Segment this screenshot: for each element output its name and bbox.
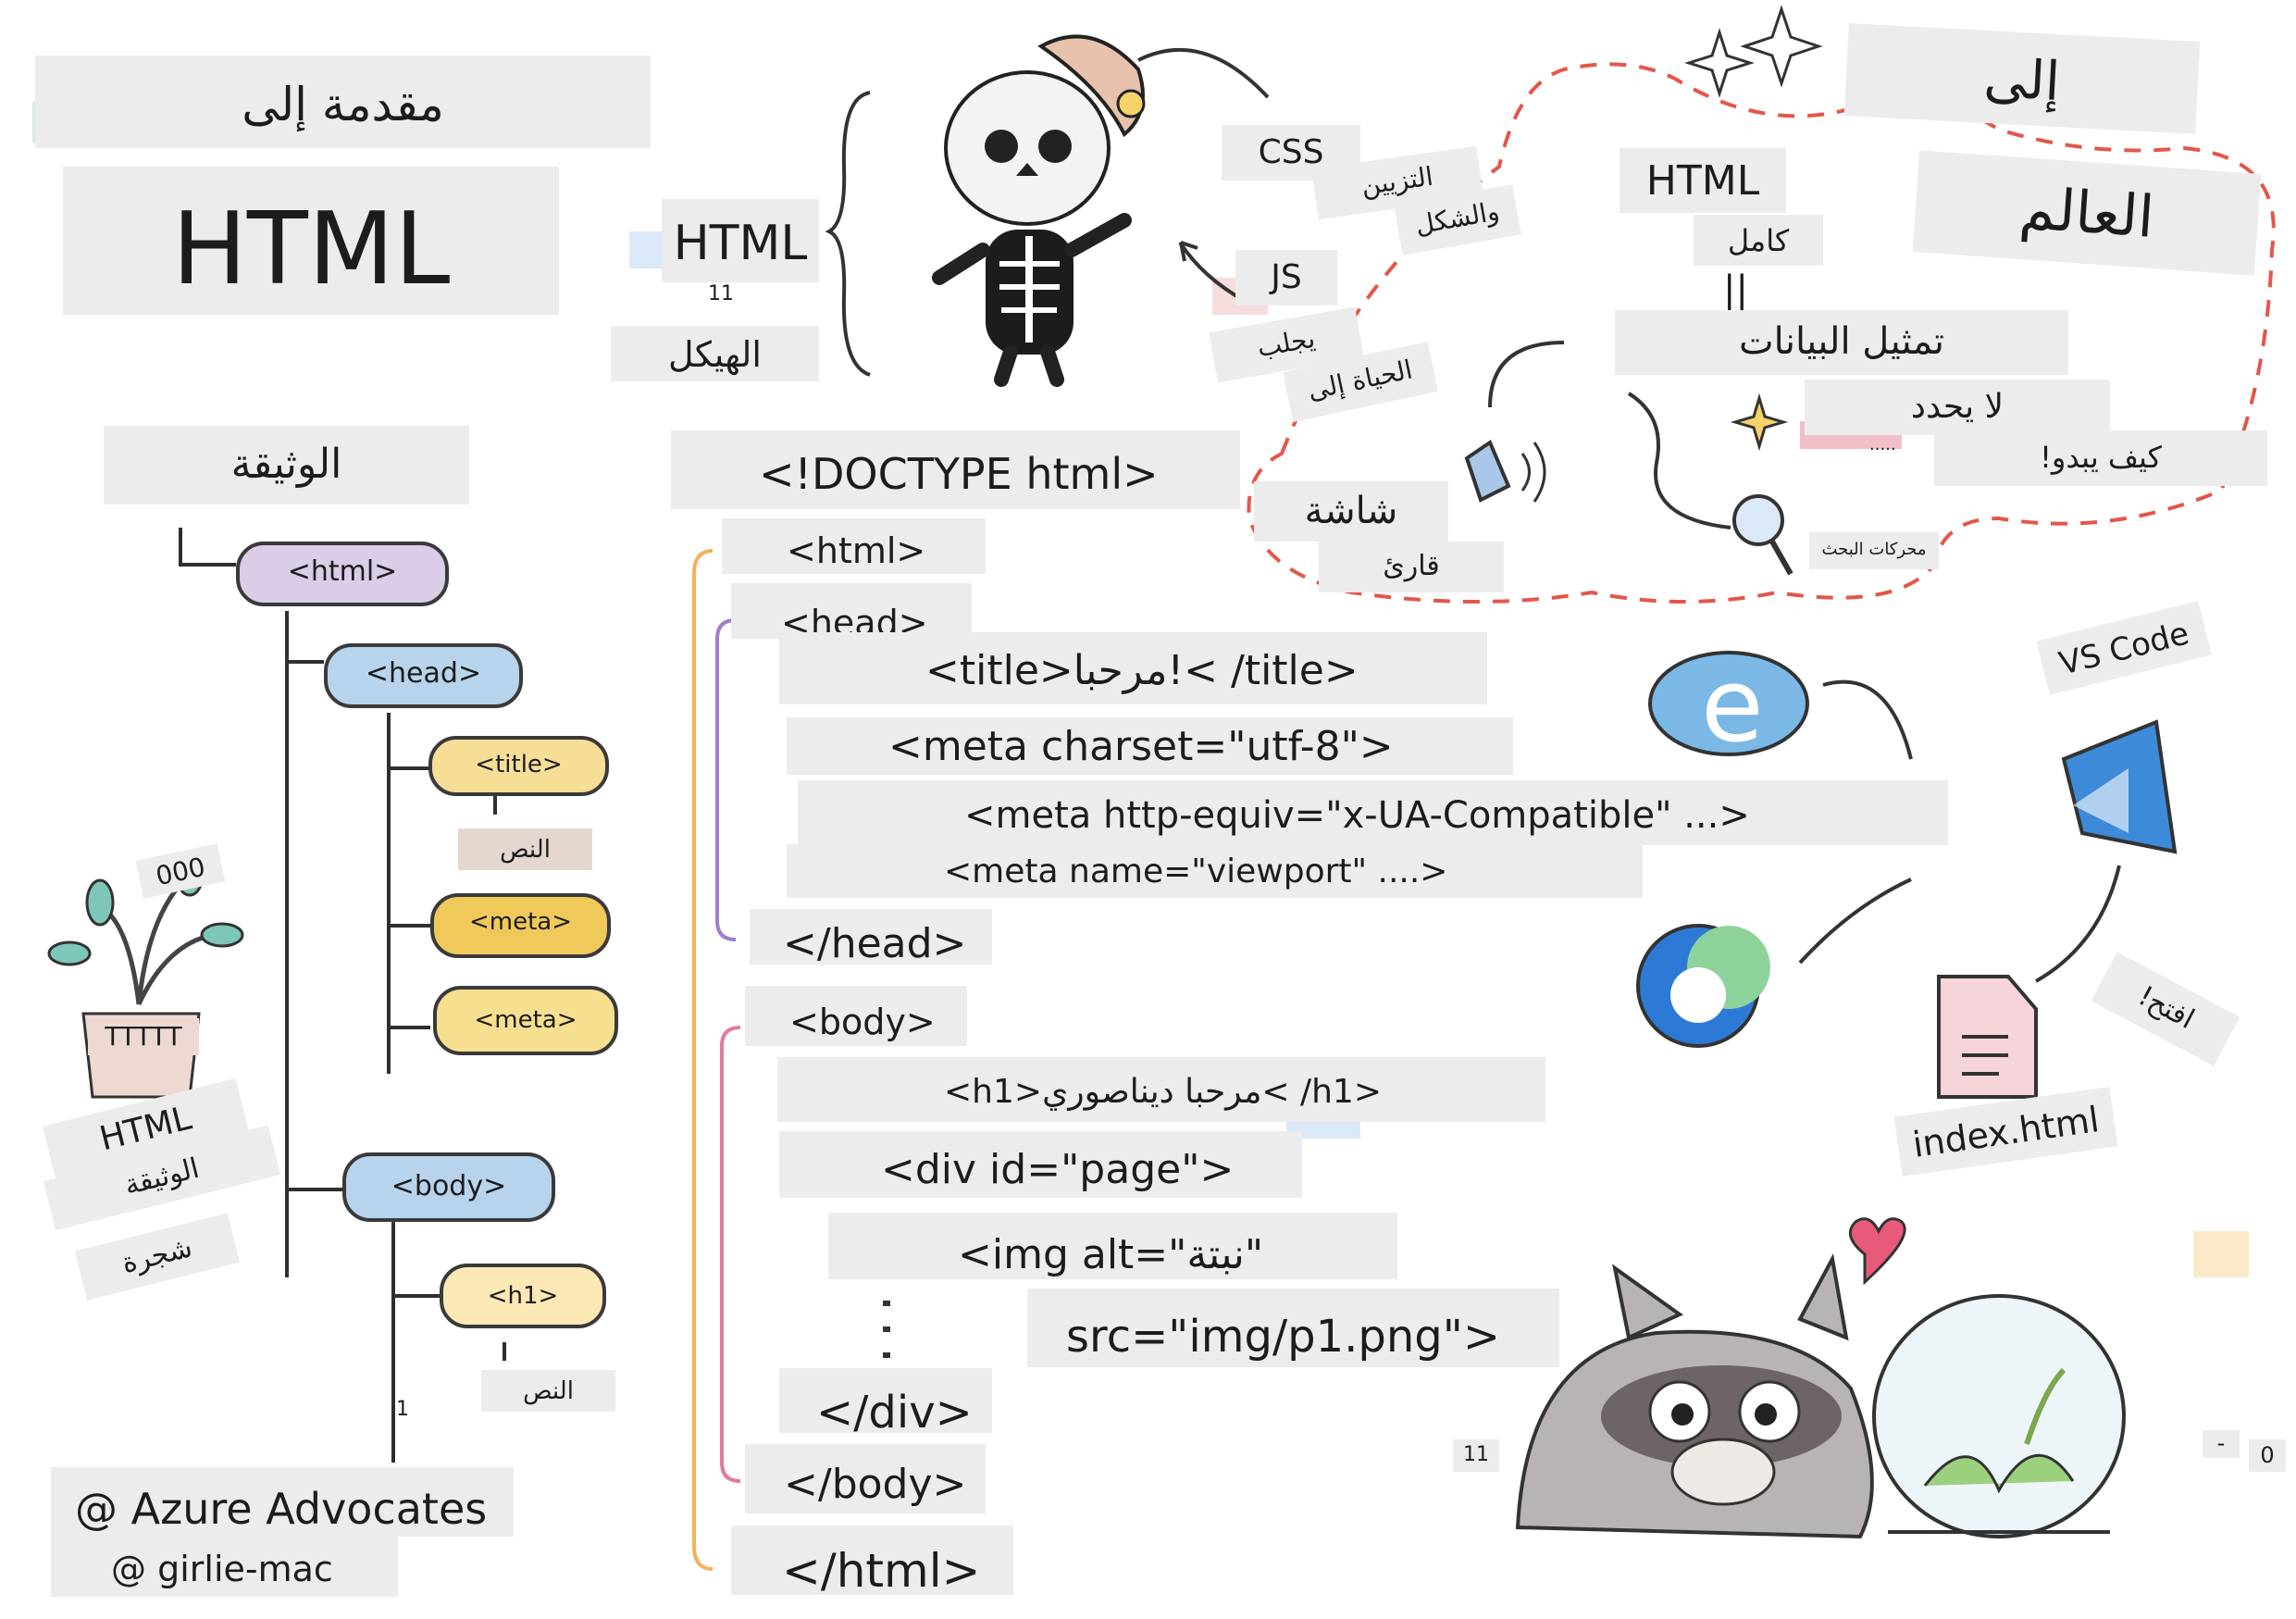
- code-line-head-close: </head>: [750, 909, 992, 965]
- tree-node-body: <body>: [342, 1152, 555, 1222]
- html-brace: [692, 549, 714, 1571]
- cloud-reader: قارئ: [1319, 542, 1504, 592]
- code-line-div-close: </div>: [779, 1368, 992, 1435]
- tree-node-meta-1: <meta>: [430, 893, 611, 958]
- code-line-html-open: <html>: [722, 518, 986, 574]
- magnifier-handle: [1769, 540, 1793, 576]
- dashed-cloud: [1247, 62, 2276, 604]
- tree-node-title: <title>: [428, 736, 609, 796]
- sparkle-icon: [1684, 28, 1755, 98]
- credit-azure-advocates: @ Azure Advocates: [51, 1467, 514, 1537]
- code-line-body-open: <body>: [745, 986, 967, 1046]
- head-brace: [715, 618, 737, 941]
- structure-heading: الوثيقة: [104, 426, 469, 504]
- raccoon-illustration: [1515, 1252, 1874, 1539]
- code-line-head-open: <head>: [731, 583, 972, 641]
- cloud-search-engines: محركات البحث: [1809, 532, 1939, 569]
- skeleton-number: 11: [708, 282, 734, 305]
- edge-arrow: [1798, 878, 1912, 965]
- ie-arrow: [1822, 679, 1913, 760]
- ie-browser-icon: e: [1648, 646, 1809, 765]
- code-line-title: <title>مرحبا!< /title>: [779, 632, 1487, 704]
- misc-number-11: 11: [1453, 1439, 1499, 1472]
- file-arrow: [2035, 865, 2121, 983]
- plant-pot-label: TTTTT: [88, 1018, 199, 1055]
- edge-browser-icon: [1636, 924, 1770, 1048]
- cloud-dots: .....: [1869, 435, 1896, 455]
- code-line-img: <img alt="نبتة": [828, 1213, 1397, 1279]
- highlight-blue: [629, 231, 666, 268]
- speaker-icon: [1464, 439, 1511, 503]
- skeleton-html-label: HTML: [662, 199, 819, 282]
- heart-icon: [1848, 1217, 1906, 1286]
- cloud-find: لا يحدد: [1805, 380, 2110, 435]
- star-icon: [1730, 392, 1789, 452]
- code-line-meta-viewport: <meta name="viewport" ....>: [787, 844, 1643, 898]
- code-line-meta-compat: <meta http-equiv="x-UA-Compatible" ...>: [798, 780, 1948, 845]
- code-line-h1: <h1>مرحبا ديناصوري< /h1>: [777, 1057, 1545, 1122]
- tree-node-head: <head>: [324, 643, 523, 708]
- body-brace: [720, 1026, 741, 1483]
- cloud-title-line1: إلى: [1843, 23, 2201, 134]
- magnifier-arrow: [1627, 392, 1731, 529]
- misc-number-0: 0: [2249, 1439, 2286, 1472]
- tree-node-h1: <h1>: [440, 1264, 606, 1328]
- js-label: JS: [1235, 250, 1337, 305]
- tree-node-meta-2: <meta>: [433, 986, 618, 1055]
- cloud-html-label: HTML: [1620, 148, 1786, 213]
- code-line-doctype: <!DOCTYPE html>: [671, 430, 1240, 509]
- cloud-represent-data: تمثيل البيانات: [1615, 310, 2068, 375]
- code-line-div-open: <div id="page">: [779, 1131, 1302, 1198]
- vscode-icon: [2061, 719, 2178, 854]
- cloud-screen: شاشة: [1254, 481, 1448, 542]
- skeleton-brace: [825, 91, 871, 377]
- intro-arabic-heading: مقدمة إلى: [35, 56, 651, 148]
- cloud-complete: كامل: [1694, 215, 1823, 266]
- tree-text-2: النص: [481, 1370, 615, 1412]
- terrarium-illustration: [1872, 1294, 2126, 1538]
- credit-girlie-mac: @ girlie-mac: [51, 1537, 398, 1597]
- svg-text:e: e: [1701, 646, 1764, 765]
- code-line-body-close: </body>: [745, 1444, 986, 1513]
- file-icon: [1937, 975, 2038, 1099]
- misc-dash: -: [2203, 1430, 2240, 1458]
- skeleton-label: الهيكل: [611, 326, 819, 381]
- code-line-meta-charset: <meta charset="utf-8">: [787, 717, 1513, 775]
- tree-node-html: <html>: [236, 542, 449, 606]
- intro-big-title: HTML: [63, 167, 559, 315]
- js-arrow-head: [1179, 241, 1198, 262]
- tree-text-1: النص: [458, 828, 592, 870]
- code-line-html-close: </html>: [731, 1526, 1013, 1595]
- sparkle-icon-2: [1740, 5, 1823, 88]
- skeleton-figure: [932, 34, 1270, 387]
- cloud-how-it-looks: كيف يبدو!: [1934, 430, 2267, 486]
- highlight-yellow: [2193, 1231, 2249, 1277]
- tree-lines: [179, 528, 506, 1463]
- cloud-symbol: ||: [1723, 268, 1748, 311]
- sound-waves: [1520, 442, 1546, 503]
- tree-number: 1: [396, 1398, 409, 1421]
- code-line-img-src: src="img/p1.png">: [1027, 1289, 1559, 1367]
- magnifier-icon: [1732, 494, 1784, 546]
- curved-arrow: [1488, 341, 1565, 408]
